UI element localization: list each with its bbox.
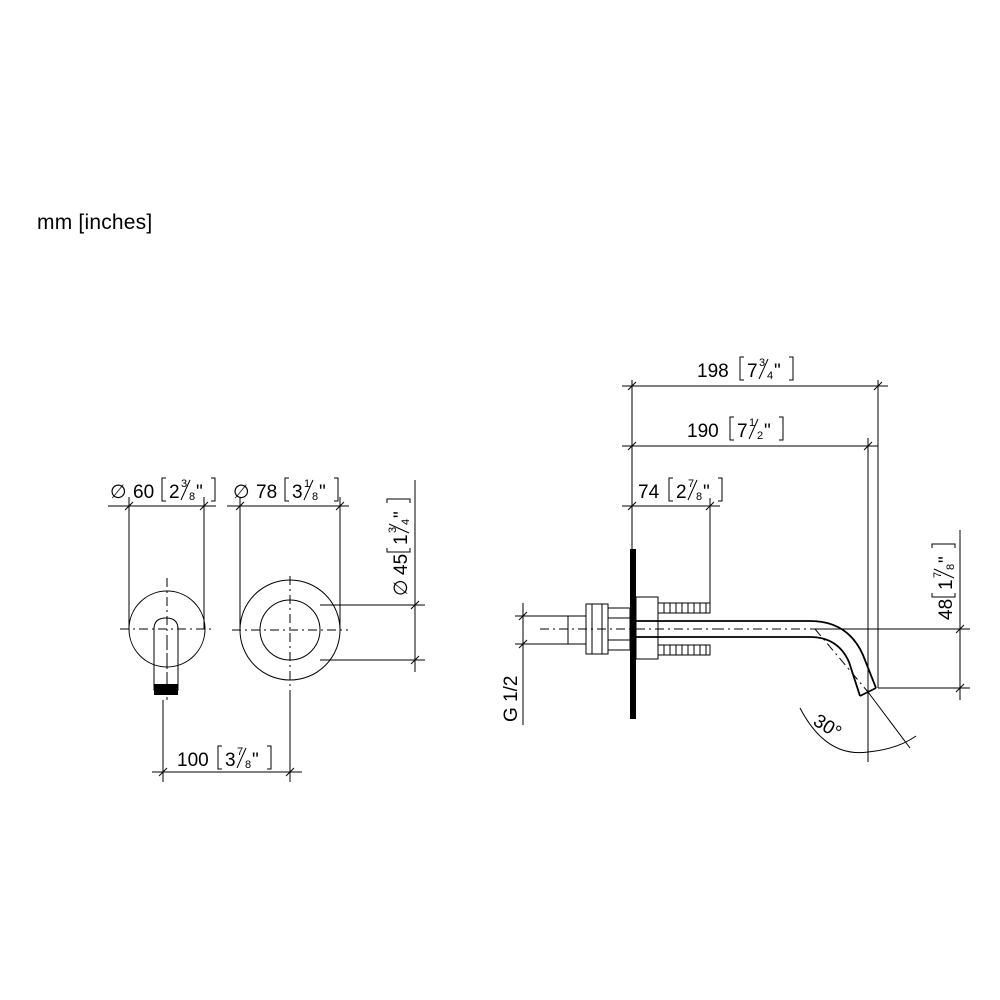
dimension-d60: ∅ 60 2 3 8 " [108, 477, 216, 629]
dim-190-mm: 190 [687, 421, 719, 442]
dim-d45-mm: 45 [391, 554, 412, 575]
thread-hatching [663, 603, 707, 655]
side-view [540, 549, 877, 719]
spout-top-edge [636, 620, 877, 689]
dim-d78-num: 1 [304, 478, 310, 490]
dim-198-mm: 198 [697, 361, 729, 382]
dimension-190: 190 7 1 2 " [622, 416, 878, 692]
dim-74-mm: 74 [638, 482, 660, 503]
dim-48-den: 8 [945, 564, 957, 570]
dim-d60-quote: " [196, 482, 203, 503]
dim-190-whole: 7 [737, 421, 748, 442]
mixer-rosette-view [232, 576, 348, 690]
dimension-48: 48 1 7 8 " [815, 530, 970, 700]
dim-d78-whole: 3 [292, 482, 303, 503]
wall-plate [630, 549, 636, 719]
dim-d45-whole: 1 [391, 534, 412, 545]
spout-bottom-edge [636, 636, 861, 697]
dimension-d78: ∅ 78 3 1 8 " [227, 477, 349, 630]
dim-100-num: 7 [237, 746, 243, 758]
dim-198-quote: " [774, 361, 781, 382]
dim-198-den: 4 [767, 370, 773, 382]
dim-48-mm: 48 [936, 599, 957, 620]
dimension-thread: G 1/2 [501, 603, 568, 725]
dim-d60-num: 3 [181, 478, 187, 490]
units-label: mm [inches] [37, 211, 153, 234]
dim-100-den: 8 [245, 759, 251, 771]
dim-74-num: 7 [688, 478, 694, 490]
dim-d60-prefix: ∅ [110, 482, 127, 503]
dim-d60-mm: 60 [133, 482, 154, 503]
dimension-angle: 30° [799, 691, 917, 762]
dim-100-whole: 3 [225, 750, 236, 771]
dimension-74: 74 2 7 8 " [622, 477, 723, 603]
spout-pipe-front [153, 617, 179, 691]
dim-190-num: 1 [749, 417, 755, 429]
dim-74-den: 8 [696, 491, 702, 503]
angle-label: 30° [809, 710, 844, 743]
dim-198-whole: 7 [747, 361, 758, 382]
spout-outlet-aerator [154, 684, 178, 695]
dim-48-whole: 1 [936, 579, 957, 590]
dim-100-quote: " [252, 750, 259, 771]
thread-label: G 1/2 [501, 676, 522, 722]
dim-d78-prefix: ∅ [233, 482, 250, 503]
dimension-d45: ∅ 45 1 3 4 " [320, 480, 425, 672]
dim-198-num: 3 [759, 357, 765, 369]
dim-190-quote: " [764, 421, 771, 442]
dim-d78-quote: " [319, 482, 326, 503]
dimension-100: 100 3 7 8 " [152, 690, 302, 782]
dim-d45-den: 4 [400, 519, 412, 525]
thread-bottom [657, 644, 711, 656]
rear-nipple [567, 615, 587, 645]
dim-48-num: 7 [932, 572, 944, 578]
spout-rosette-view [120, 578, 214, 700]
dim-74-quote: " [703, 482, 710, 503]
dim-d45-quote: " [391, 511, 412, 518]
mounting-flange [635, 596, 659, 660]
dim-d78-mm: 78 [256, 482, 277, 503]
dim-d45-prefix: ∅ [391, 579, 412, 596]
dim-d60-whole: 2 [169, 482, 180, 503]
dimension-198: 198 7 3 4 " [622, 356, 888, 688]
dim-100-mm: 100 [177, 750, 209, 771]
dim-d78-den: 8 [312, 491, 318, 503]
dim-d45-num: 3 [387, 527, 399, 533]
dim-48-quote: " [936, 556, 957, 563]
dim-74-whole: 2 [676, 482, 687, 503]
dim-190-den: 2 [757, 430, 763, 442]
dim-d60-den: 8 [189, 491, 195, 503]
thread-top [657, 602, 711, 614]
